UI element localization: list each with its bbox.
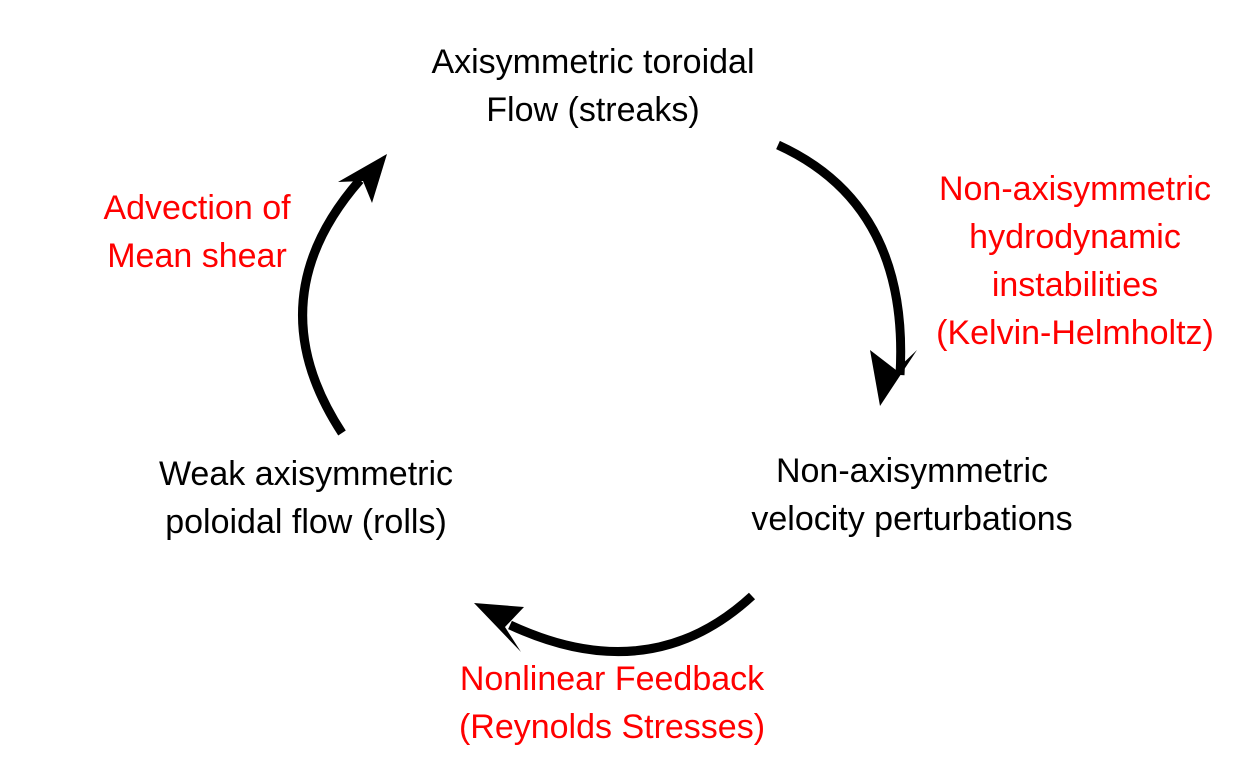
node-poloidal-flow: Weak axisymmetric poloidal flow (rolls) — [106, 450, 506, 546]
process-advection-line1: Advection of — [103, 189, 291, 227]
process-instabilities-line3: instabilities — [991, 266, 1159, 304]
node-velocity-perturbations: Non-axisymmetric velocity perturbations — [712, 447, 1112, 543]
node-toroidal-flow: Axisymmetric toroidal Flow (streaks) — [393, 38, 793, 134]
arrowhead-perturbations-to-poloidal — [474, 603, 524, 652]
process-instabilities: Non-axisymmetric hydrodynamic instabilit… — [910, 165, 1240, 357]
process-advection: Advection of Mean shear — [62, 184, 332, 280]
process-nonlinear-feedback-line1: Nonlinear Feedback — [459, 660, 765, 698]
node-velocity-perturbations-line1: Non-axisymmetric — [775, 452, 1049, 490]
process-advection-line2: Mean shear — [107, 237, 287, 275]
process-instabilities-line2: hydrodynamic — [969, 218, 1181, 256]
arrow-poloidal-to-toroidal — [298, 177, 364, 436]
arrow-perturbations-to-poloidal — [508, 592, 756, 657]
node-velocity-perturbations-line2: velocity perturbations — [751, 500, 1073, 538]
node-poloidal-flow-line2: poloidal flow (rolls) — [165, 503, 447, 541]
arrowhead-toroidal-to-perturbations — [870, 350, 917, 406]
arrow-toroidal-to-perturbations — [776, 140, 906, 376]
node-toroidal-flow-line1: Axisymmetric toroidal — [431, 43, 755, 81]
node-toroidal-flow-line2: Flow (streaks) — [486, 91, 700, 129]
process-nonlinear-feedback: Nonlinear Feedback (Reynolds Stresses) — [432, 655, 792, 751]
process-instabilities-line4: (Kelvin-Helmholtz) — [936, 314, 1214, 352]
process-instabilities-line1: Non-axisymmetric — [938, 170, 1212, 208]
node-poloidal-flow-line1: Weak axisymmetric — [158, 455, 454, 493]
arrowhead-poloidal-to-toroidal — [338, 154, 387, 203]
process-nonlinear-feedback-line2: (Reynolds Stresses) — [458, 708, 766, 746]
